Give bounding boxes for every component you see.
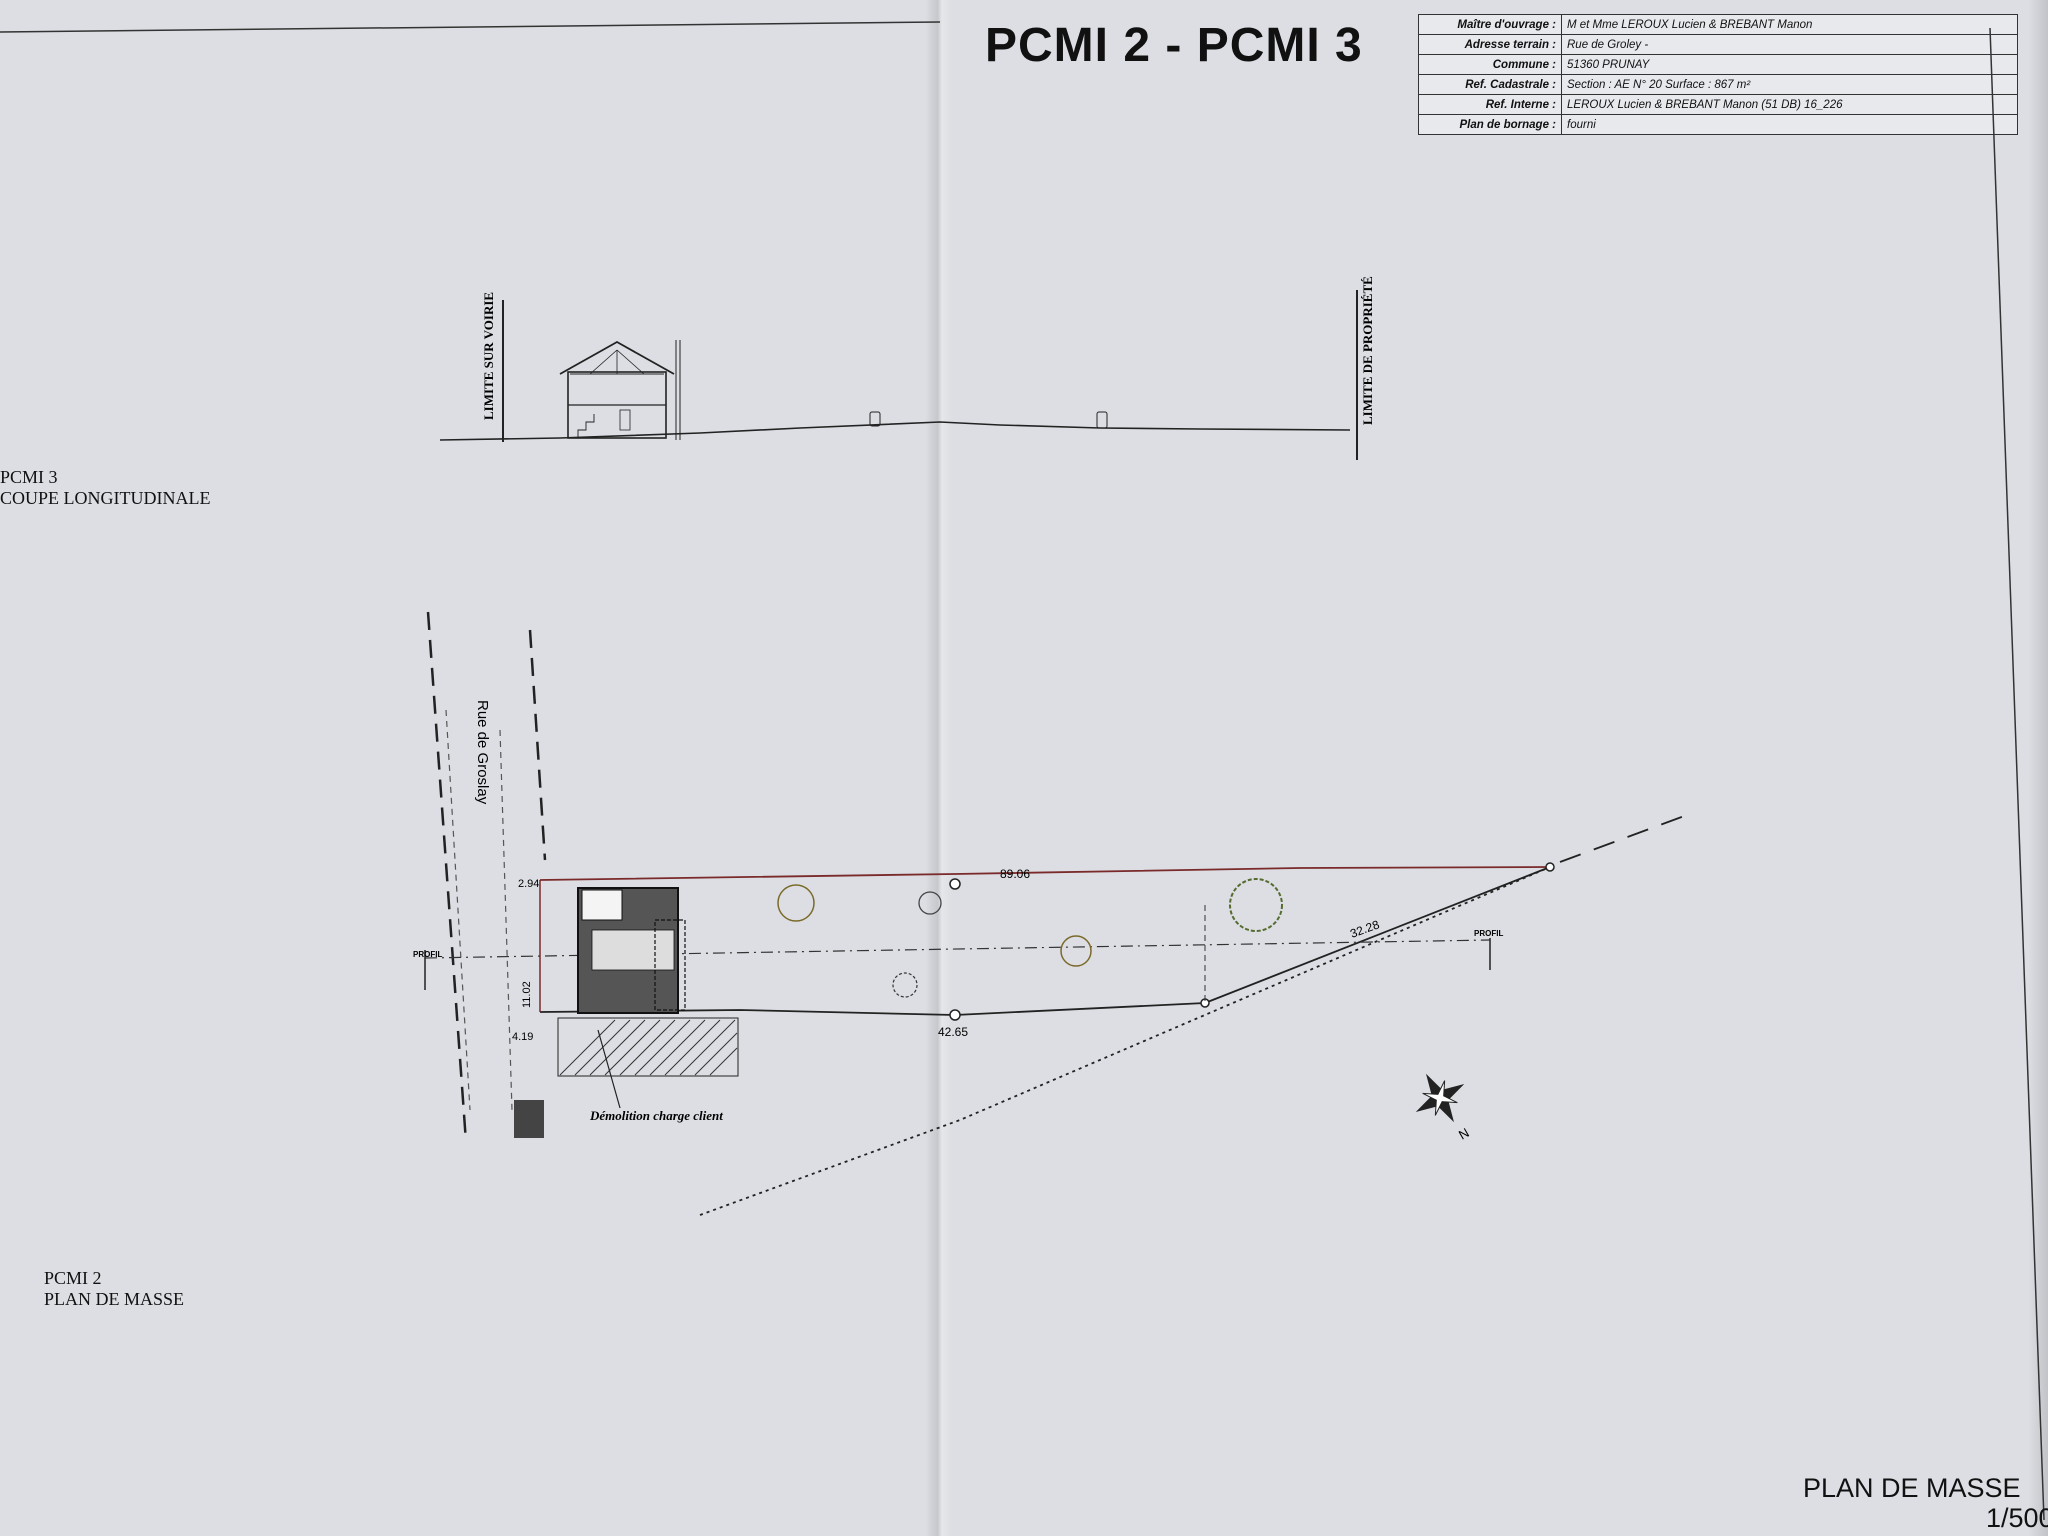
demolition-outline: [557, 1017, 739, 1077]
demolition-label: Démolition charge client: [589, 1108, 723, 1123]
title-block-row: Adresse terrain :Rue de Groley -: [1418, 34, 2018, 55]
tree-icon: [918, 891, 942, 915]
dimension-front-c: 4.19: [512, 1031, 533, 1043]
sheet-border-top: [0, 21, 941, 33]
title-block-key: Ref. Interne :: [1418, 94, 1562, 115]
demolition-leader: [597, 1029, 621, 1109]
tree-icon: [1060, 935, 1092, 967]
street-name: Rue de Groslay: [474, 700, 491, 805]
meter-box: [514, 1100, 544, 1138]
paper-fold: [925, 0, 953, 1536]
profil-label-right: PROFIL: [1474, 929, 1503, 938]
dimension-front-b: 11.02: [521, 981, 533, 1008]
footer-scale: 1/500: [1986, 1503, 2048, 1533]
paper-edge-shadow: [2028, 0, 2048, 1536]
plan-name: PLAN DE MASSE: [44, 1289, 185, 1309]
neighbor-boundary-dotted: [699, 866, 1551, 1216]
parcel-north-boundary: [539, 866, 1551, 881]
plan-code: PCMI 2: [44, 1268, 102, 1288]
title-block-key: Adresse terrain :: [1418, 34, 1562, 55]
dimension-diagonal: 32.28: [1348, 917, 1381, 941]
street-edge-right: [528, 629, 547, 861]
section-code: PCMI 3: [0, 467, 58, 487]
section-caption: PCMI 3 COUPE LONGITUDINALE: [0, 467, 210, 509]
title-block-value: fourni: [1561, 114, 2018, 135]
limit-right-label: LIMITE DE PROPRIÉTÉ: [1360, 276, 1375, 425]
title-block-value: LEROUX Lucien & BREBANT Manon (51 DB) 16…: [1561, 94, 2018, 115]
terrace: [654, 919, 686, 1011]
title-block-row: Plan de bornage :fourni: [1418, 114, 2018, 135]
section-drawing: [439, 290, 1358, 460]
house-label-box: [591, 929, 675, 971]
truss-member: [589, 349, 618, 375]
title-block-value: 51360 PRUNAY: [1561, 54, 2018, 75]
boundary-extension: [1559, 811, 1696, 863]
dimension-front-a: 2.94: [518, 878, 539, 890]
north-arrow-icon: [1415, 1073, 1465, 1123]
street-axis: [445, 709, 471, 1111]
garage-symbol: [581, 889, 623, 921]
sidewalk-edge: [499, 729, 513, 1111]
section-name: COUPE LONGITUDINALE: [0, 488, 211, 508]
title-block-key: Plan de bornage :: [1418, 114, 1562, 135]
parcel-east-boundary: [1204, 866, 1551, 1004]
profil-label-left: PROFIL: [413, 950, 442, 959]
dimension-top: 89.06: [1000, 867, 1030, 881]
survey-point: [949, 1009, 961, 1021]
ground-profile: [439, 421, 1351, 441]
footer-title: PLAN DE MASSE: [1803, 1473, 2021, 1503]
house-door: [619, 409, 631, 431]
house-section: [559, 340, 681, 440]
sheet-title: PCMI 2 - PCMI 3: [985, 19, 1363, 72]
shrub-icon: [892, 972, 918, 998]
dimension-bottom: 42.65: [938, 1025, 968, 1039]
house-roof: [559, 340, 675, 375]
title-block: Maître d'ouvrage :M et Mme LEROUX Lucien…: [1418, 14, 2018, 135]
sheet-border-right: [1989, 27, 2045, 1521]
street-edge-left: [426, 611, 468, 1143]
title-block-row: Commune :51360 PRUNAY: [1418, 54, 2018, 75]
title-block-row: Ref. Interne :LEROUX Lucien & BREBANT Ma…: [1418, 94, 2018, 115]
survey-point: [949, 878, 961, 890]
plan-caption: PCMI 2 PLAN DE MASSE: [44, 1268, 184, 1310]
tree-symbol-section: [869, 411, 1108, 429]
truss-member: [616, 349, 645, 375]
survey-point: [1545, 862, 1555, 872]
tree-icon: [777, 884, 815, 922]
tree-icon: [1229, 878, 1283, 932]
demolition-hatch: [559, 1019, 738, 1076]
limit-left-label: LIMITE SUR VOIRIE: [481, 292, 496, 420]
north-label: N: [1456, 1125, 1472, 1143]
stair: [577, 414, 595, 438]
title-block-value: Section : AE N° 20 Surface : 867 m²: [1561, 74, 2018, 95]
site-plan: [424, 611, 1696, 1216]
